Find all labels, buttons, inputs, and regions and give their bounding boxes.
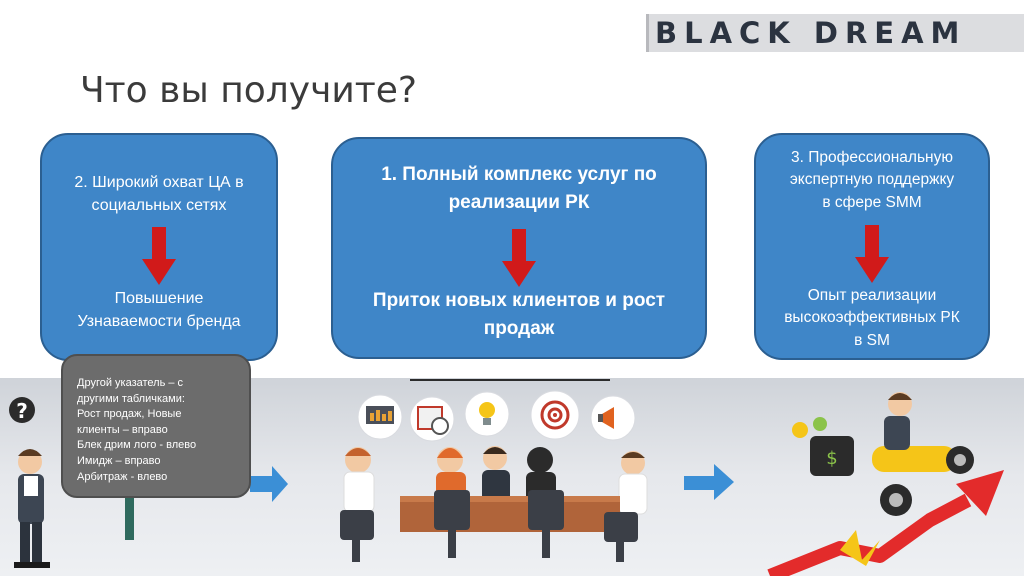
right-arrow-icon xyxy=(684,464,734,500)
megaphone-icon xyxy=(590,395,636,441)
box-right-bottom-line-3: в SM xyxy=(854,331,890,349)
box-center-top-line-2: реализации РК xyxy=(448,191,590,213)
benefit-box-expert-support: 3. Профессиональную экспертную поддержку… xyxy=(754,133,990,360)
box-left-top-line-1: 2. Широкий охват ЦА в xyxy=(74,174,244,191)
down-arrow-icon xyxy=(142,227,176,285)
note-line-7: Арбитраж - влево xyxy=(77,470,168,483)
svg-text:$: $ xyxy=(826,448,837,469)
down-arrow-icon xyxy=(502,229,536,287)
right-arrow-icon xyxy=(250,466,288,502)
box-right-top-line-2: экспертную поддержку xyxy=(789,171,955,189)
box-center-bottom-line-2: продаж xyxy=(483,317,555,339)
scooter-businessman-illustration: $ xyxy=(792,392,974,516)
benefit-box-reach: 2. Широкий охват ЦА в социальных сетях П… xyxy=(40,133,278,361)
note-line-5: Блек дрим лого - влево xyxy=(77,439,197,452)
box-right-bottom-line-2: высокоэффективных РК xyxy=(784,309,960,327)
brand-logo: BLACK DREAM xyxy=(646,14,1024,52)
box-center-bottom-line-1: Приток новых клиентов и рост xyxy=(372,290,666,311)
calendar-clock-icon xyxy=(409,396,455,442)
confused-man-figure: ? xyxy=(9,397,50,568)
note-line-3: Рост продаж, Новые xyxy=(77,408,182,421)
brand-logo-text: BLACK DREAM xyxy=(655,16,967,50)
lightbulb-icon xyxy=(464,391,510,437)
box-right-bottom-line-1: Опыт реализации xyxy=(807,287,937,304)
box-right-top-line-1: 3. Профессиональную xyxy=(790,149,953,166)
benefit-box-full-service: 1. Полный комплекс услуг по реализации Р… xyxy=(331,137,707,359)
down-arrow-icon xyxy=(855,225,889,283)
question-mark-text: ? xyxy=(16,399,28,423)
money-bag-icon xyxy=(810,436,854,476)
target-icon xyxy=(530,390,580,440)
box-left-bottom-line-1: Повышение xyxy=(114,290,204,307)
page-title: Что вы получите? xyxy=(80,70,417,111)
box-right-top-line-3: в сфере SMM xyxy=(822,193,922,211)
team-meeting-illustration xyxy=(340,446,648,562)
presentation-chart-icon xyxy=(357,394,403,440)
note-line-4: клиенты – вправо xyxy=(77,423,168,436)
box-center-top-line-1: 1. Полный комплекс услуг по xyxy=(381,164,657,185)
signpost-pole xyxy=(125,470,134,540)
note-line-1: Другой указатель – с xyxy=(77,377,184,389)
box-left-top-line-2: социальных сетях xyxy=(91,197,227,215)
note-line-2: другими табличками: xyxy=(77,392,185,405)
note-line-6: Имидж – вправо xyxy=(77,455,161,468)
box-left-bottom-line-2: Узнаваемости бренда xyxy=(77,313,241,331)
comment-note: Другой указатель – с другими табличками:… xyxy=(61,354,251,498)
growth-arrow-illustration xyxy=(767,470,1004,576)
